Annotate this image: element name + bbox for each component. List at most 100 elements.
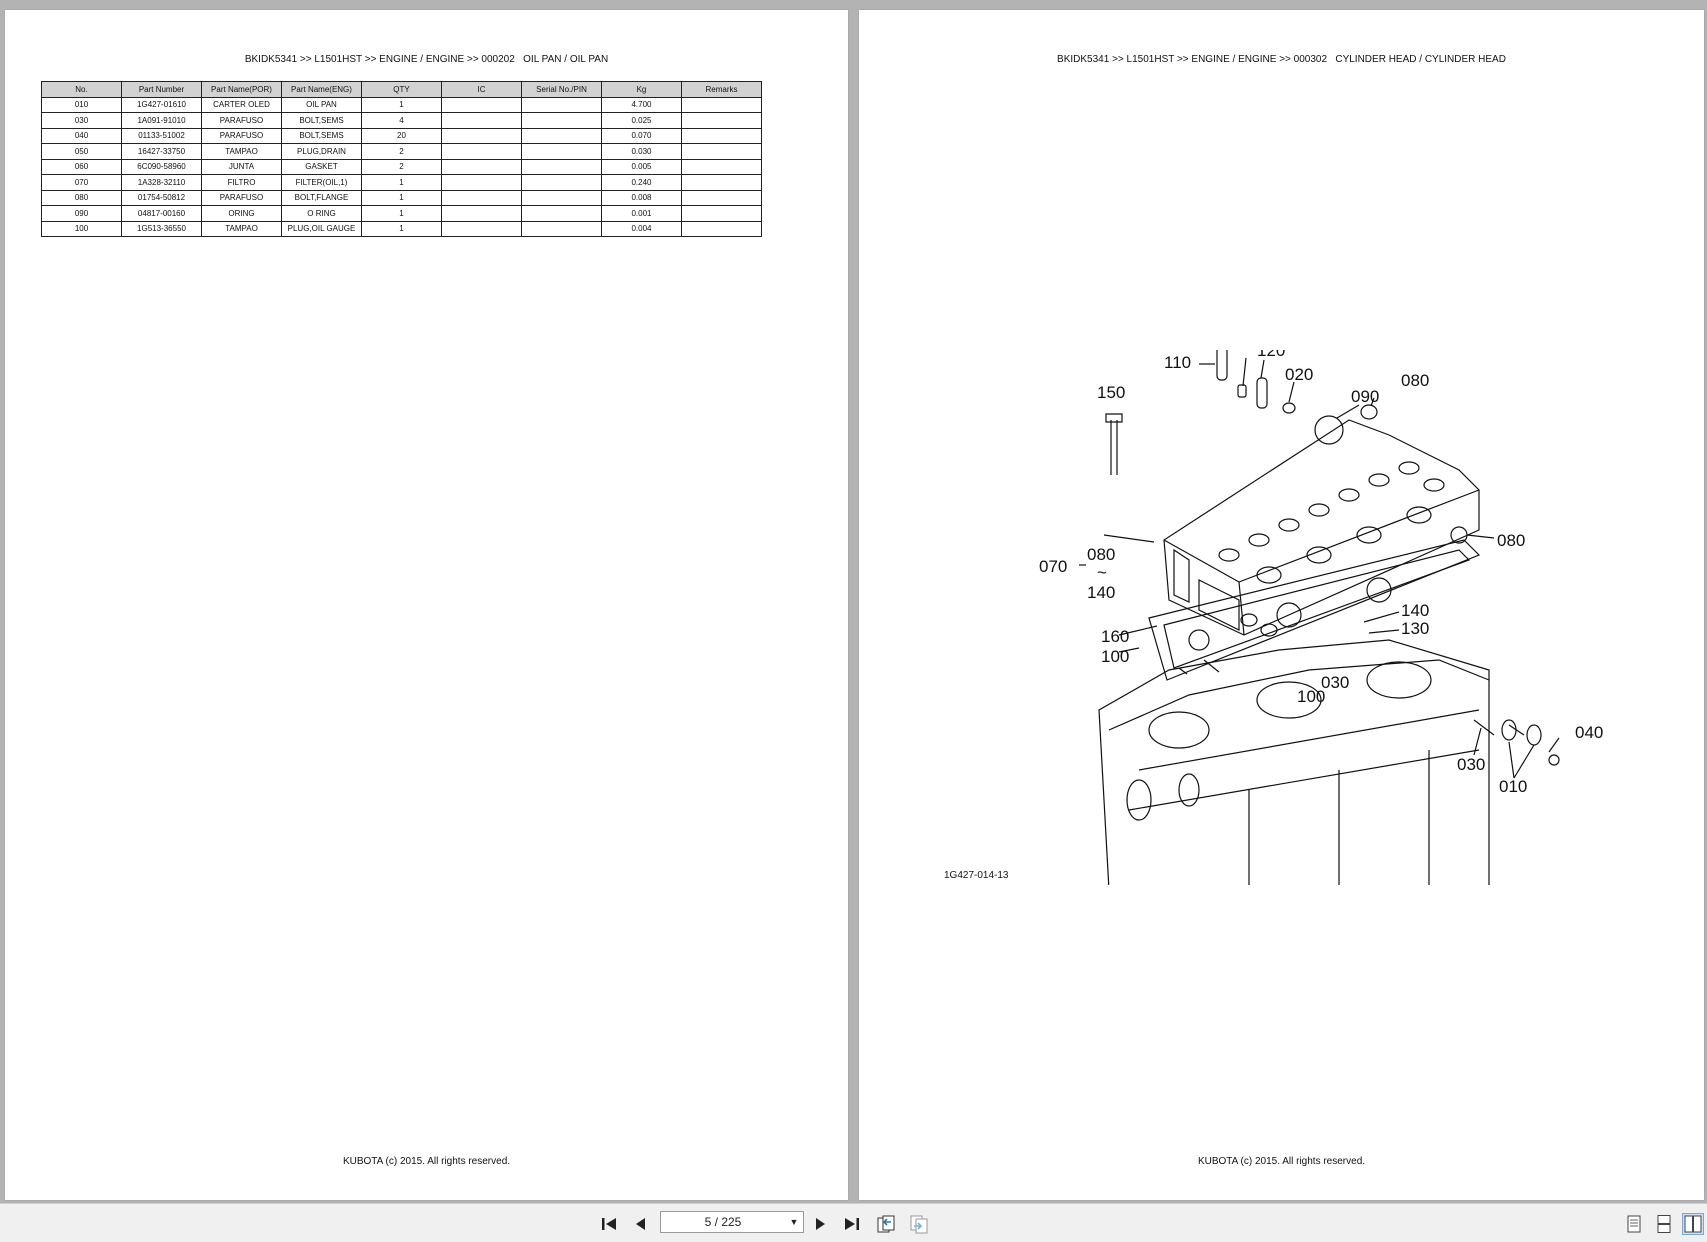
table-cell: 01754-50812 xyxy=(121,189,202,206)
table-cell: 04817-00160 xyxy=(121,205,202,222)
table-cell: OIL PAN xyxy=(281,96,362,113)
table-cell: PARAFUSO xyxy=(201,112,282,129)
column-header: Part Name(ENG) xyxy=(281,81,362,98)
column-header: QTY xyxy=(361,81,442,98)
column-header: IC xyxy=(441,81,522,98)
diagram-code: 1G427-014-13 xyxy=(944,870,1009,881)
callout-120: 120 xyxy=(1257,350,1285,360)
table-cell xyxy=(441,112,522,129)
table-cell xyxy=(441,189,522,206)
page-left: BKIDK5341 >> L1501HST >> ENGINE / ENGINE… xyxy=(5,10,848,1200)
table-cell: 090 xyxy=(41,205,122,222)
table-cell: 070 xyxy=(41,174,122,191)
table-cell xyxy=(681,96,762,113)
column-header: Part Number xyxy=(121,81,202,98)
table-cell xyxy=(521,112,602,129)
two-page-view-button[interactable] xyxy=(1682,1213,1704,1235)
table-cell: 1A328-32110 xyxy=(121,174,202,191)
callout-160: 160 xyxy=(1101,627,1129,646)
column-header: No. xyxy=(41,81,122,98)
table-cell xyxy=(681,127,762,144)
document-viewer: BKIDK5341 >> L1501HST >> ENGINE / ENGINE… xyxy=(5,10,1704,1200)
column-header: Remarks xyxy=(681,81,762,98)
table-cell: BOLT,SEMS xyxy=(281,127,362,144)
table-cell: FILTER(OIL,1) xyxy=(281,174,362,191)
table-cell xyxy=(681,189,762,206)
table-cell xyxy=(521,205,602,222)
table-cell xyxy=(681,205,762,222)
table-cell: O RING xyxy=(281,205,362,222)
callout-080-top: 080 xyxy=(1401,371,1429,390)
table-cell: 0.030 xyxy=(601,143,682,160)
continuous-page-view-button[interactable] xyxy=(1653,1213,1675,1235)
table-cell: 20 xyxy=(361,127,442,144)
table-cell xyxy=(521,189,602,206)
table-cell: 4.700 xyxy=(601,96,682,113)
table-cell: 0.070 xyxy=(601,127,682,144)
two-page-icon xyxy=(1684,1215,1702,1233)
callout-010: 010 xyxy=(1499,777,1527,796)
next-page-button[interactable] xyxy=(810,1213,832,1235)
continuous-page-icon xyxy=(1657,1215,1671,1233)
table-cell: 6C090-58960 xyxy=(121,158,202,175)
callout-040: 040 xyxy=(1575,723,1603,742)
last-page-button[interactable] xyxy=(841,1213,863,1235)
table-cell: 16427-33750 xyxy=(121,143,202,160)
table-cell xyxy=(681,112,762,129)
back-view-button[interactable] xyxy=(875,1213,897,1235)
table-cell xyxy=(681,174,762,191)
single-page-view-button[interactable] xyxy=(1623,1213,1645,1235)
table-cell: 0.008 xyxy=(601,189,682,206)
table-cell: 2 xyxy=(361,158,442,175)
prev-page-button[interactable] xyxy=(629,1213,651,1235)
table-cell: FILTRO xyxy=(201,174,282,191)
table-cell: 0.025 xyxy=(601,112,682,129)
table-cell: 050 xyxy=(41,143,122,160)
callout-020: 020 xyxy=(1285,365,1313,384)
table-cell: GASKET xyxy=(281,158,362,175)
table-cell: 080 xyxy=(41,189,122,206)
table-cell xyxy=(521,127,602,144)
back-view-icon xyxy=(877,1215,895,1233)
table-cell: 1 xyxy=(361,189,442,206)
column-header: Serial No./PIN xyxy=(521,81,602,98)
table-cell: 1 xyxy=(361,96,442,113)
callout-range-tilde: ~ xyxy=(1097,563,1107,582)
table-cell xyxy=(681,158,762,175)
table-cell: 1 xyxy=(361,220,442,237)
callout-130: 130 xyxy=(1401,619,1429,638)
first-page-icon xyxy=(602,1218,616,1230)
table-cell xyxy=(441,143,522,160)
table-cell xyxy=(521,158,602,175)
table-cell: BOLT,SEMS xyxy=(281,112,362,129)
table-cell: 2 xyxy=(361,143,442,160)
table-cell: TAMPAO xyxy=(201,220,282,237)
table-cell xyxy=(441,205,522,222)
single-page-icon xyxy=(1627,1215,1641,1233)
table-cell: 1 xyxy=(361,205,442,222)
first-page-button[interactable] xyxy=(598,1213,620,1235)
table-cell: 0.005 xyxy=(601,158,682,175)
last-page-icon xyxy=(845,1218,859,1230)
table-cell: 010 xyxy=(41,96,122,113)
callout-100-mid: 100 xyxy=(1297,687,1325,706)
table-cell xyxy=(521,174,602,191)
table-cell xyxy=(681,220,762,237)
forward-view-button[interactable] xyxy=(908,1213,930,1235)
table-cell: 1G513-36550 xyxy=(121,220,202,237)
table-cell xyxy=(521,220,602,237)
table-cell xyxy=(441,174,522,191)
table-cell xyxy=(521,143,602,160)
table-cell: 030 xyxy=(41,112,122,129)
callout-030-mid: 030 xyxy=(1321,673,1349,692)
chevron-down-icon[interactable]: ▼ xyxy=(789,1217,799,1227)
page-number-field[interactable]: 5 / 225 ▼ xyxy=(660,1211,804,1233)
table-cell: 0.001 xyxy=(601,205,682,222)
